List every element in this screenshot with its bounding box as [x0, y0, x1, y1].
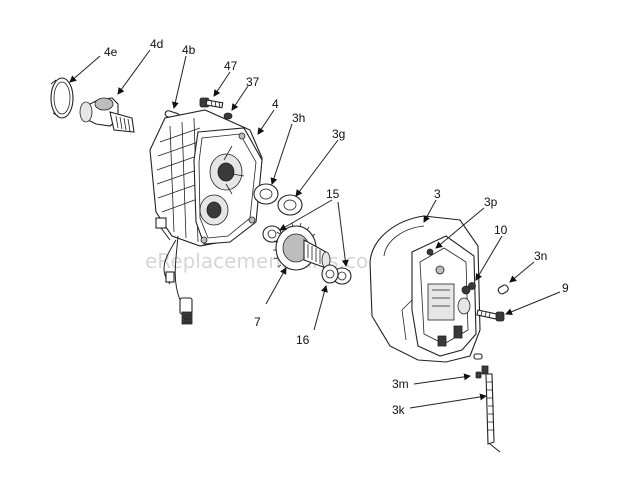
leader-37: [231, 85, 249, 111]
callout-labels: 4e 4d 4b 47 37 4 3h 3g 15 3 3p 10 3n 9 7…: [104, 37, 569, 417]
callout-3g: 3g: [332, 127, 345, 141]
leader-16: [313, 285, 328, 331]
callout-3: 3: [434, 187, 441, 201]
pinion-shaft-part: [79, 97, 135, 133]
callout-4: 4: [272, 97, 279, 111]
washer-3h-part: [253, 183, 279, 205]
leader-4b: [171, 55, 187, 109]
screw-part: [199, 97, 224, 109]
gear-housing-part: [149, 109, 263, 247]
gear-part: [273, 222, 331, 271]
leader-4e: [69, 55, 101, 83]
callout-16: 16: [296, 333, 310, 347]
leader-lines: [69, 49, 561, 409]
leader-10: [475, 235, 503, 281]
leader-3m: [413, 373, 471, 385]
leader-3g: [295, 139, 339, 197]
washer-16-part: [321, 264, 339, 284]
plug-3n-part: [497, 284, 509, 295]
callout-47: 47: [224, 59, 238, 73]
leader-3p: [435, 207, 485, 249]
watermark: eReplacementParts.com: [145, 249, 388, 273]
callout-9: 9: [562, 281, 569, 295]
callout-7: 7: [254, 315, 261, 329]
washer-3g-part: [277, 194, 303, 216]
pin-3m-part: [473, 353, 483, 379]
leader-7: [265, 267, 287, 305]
callout-3n: 3n: [534, 249, 547, 263]
callout-10: 10: [494, 223, 508, 237]
leader-15-left: [279, 199, 333, 231]
small-washer-part: [223, 112, 233, 120]
leader-9: [505, 291, 561, 315]
callout-3m: 3m: [392, 377, 409, 391]
leader-3h: [270, 123, 293, 185]
wire-harness-part: [155, 217, 193, 325]
leader-4d: [117, 49, 151, 95]
callout-3p: 3p: [484, 195, 498, 209]
leader-4: [257, 109, 275, 135]
callout-15: 15: [326, 187, 340, 201]
leader-15-right: [337, 201, 349, 267]
leader-3: [423, 199, 437, 223]
callout-4d: 4d: [150, 37, 163, 51]
nut-10-part: [468, 282, 476, 290]
callout-4e: 4e: [104, 45, 118, 59]
cover-housing-part: [369, 215, 481, 363]
callout-37: 37: [246, 75, 260, 89]
retaining-ring-part: [50, 77, 74, 119]
leader-3k: [409, 393, 487, 409]
bolt-9-part: [476, 309, 505, 322]
leader-3n: [509, 261, 535, 283]
callout-3k: 3k: [392, 403, 406, 417]
callout-4b: 4b: [182, 43, 196, 57]
callout-3h: 3h: [292, 111, 305, 125]
leader-47: [213, 71, 231, 97]
thrust-washer-15-left-part: [262, 225, 282, 243]
shaft-3k-part: [481, 365, 501, 453]
